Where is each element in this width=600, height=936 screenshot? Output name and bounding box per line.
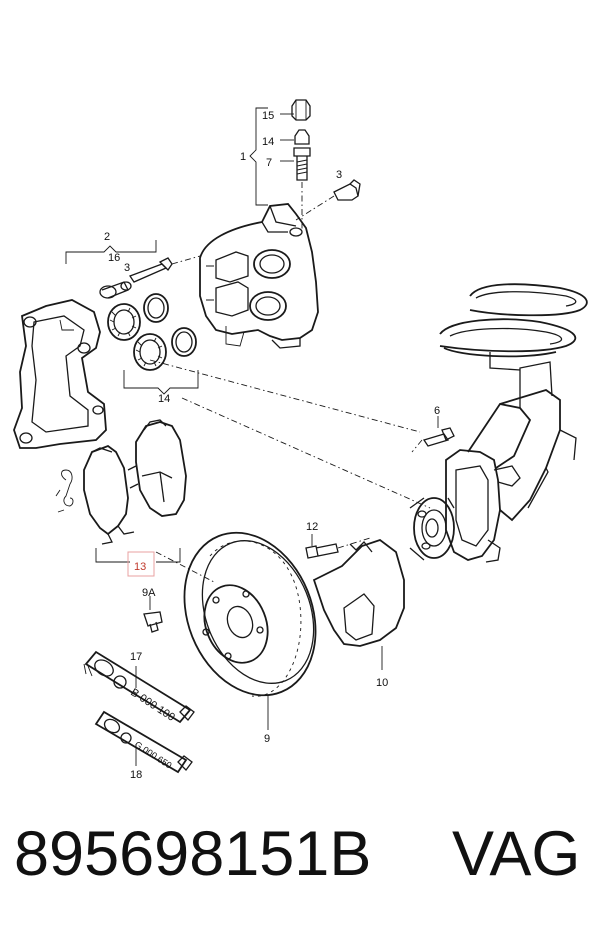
nut-part-15	[291, 99, 311, 121]
steering-knuckle	[409, 449, 521, 563]
o-ring-lower	[171, 327, 197, 357]
strut-body	[467, 361, 577, 522]
axis-line-upper	[149, 359, 421, 433]
axis-line-pad	[155, 551, 215, 583]
group-2-bracket	[65, 240, 157, 264]
brake-pad-left	[83, 444, 135, 545]
cap-part-14	[294, 129, 310, 145]
seal-ring-lower	[133, 333, 167, 371]
group-14-bracket	[123, 370, 199, 395]
callout-12: 12	[306, 521, 318, 533]
callout-10: 10	[376, 677, 388, 689]
tube-18-code: G 000 650	[133, 739, 174, 770]
callout-18: 18	[130, 769, 142, 781]
brake-assembly-diagram: B 000 100 G 000 650 15 14 7 1 3 2 16 3 1…	[13, 99, 588, 781]
bolt-part-3-lower	[129, 255, 201, 283]
tube-17-code: B 000 100	[128, 686, 177, 723]
callout-14-lower: 14	[158, 393, 170, 405]
o-ring-upper	[143, 293, 169, 323]
callout-14-upper: 14	[262, 136, 274, 148]
bolt-part-6	[411, 416, 455, 453]
seal-ring-upper	[107, 303, 141, 341]
callout-15: 15	[262, 110, 274, 122]
axis-line-mid	[181, 397, 431, 509]
callout-7: 7	[266, 157, 272, 169]
callout-1: 1	[240, 151, 246, 163]
callout-3-upper: 3	[336, 169, 342, 181]
caliper-housing	[199, 203, 319, 349]
bolt-part-12	[305, 534, 371, 559]
callout-13: 13	[134, 561, 146, 573]
callout-9a: 9A	[142, 587, 156, 599]
callout-17: 17	[130, 651, 142, 663]
part-number: 895698151B	[14, 819, 372, 889]
brand-label: VAG	[452, 819, 581, 889]
sleeve-part-16	[99, 281, 132, 299]
caliper-carrier	[13, 299, 107, 449]
pad-spring-clip	[55, 469, 74, 513]
splash-shield-part-10	[312, 538, 405, 670]
brake-pad-right	[127, 419, 187, 517]
callout-2: 2	[104, 231, 110, 243]
callout-9: 9	[264, 733, 270, 745]
screw-part-9a	[143, 596, 163, 633]
brake-disc-part-9	[183, 531, 317, 730]
group-13-bracket	[95, 548, 181, 577]
callout-16: 16	[108, 252, 120, 264]
coil-spring	[439, 283, 588, 371]
callout-6: 6	[434, 405, 440, 417]
callout-3-lower: 3	[124, 262, 130, 274]
bolt-part-3-upper	[295, 179, 361, 221]
